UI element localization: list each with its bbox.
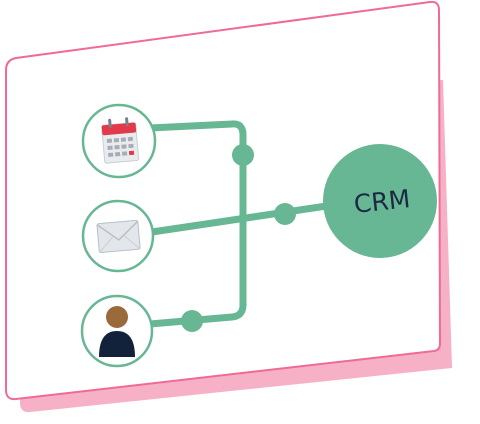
connector-lines <box>146 120 344 328</box>
calendar-node[interactable] <box>81 103 157 179</box>
junction-dot <box>274 203 296 225</box>
crm-hub[interactable]: CRM <box>323 144 437 258</box>
person-icon <box>99 306 135 357</box>
connector-email <box>148 200 344 236</box>
junction-dot <box>181 310 203 332</box>
junction-dot <box>232 144 254 166</box>
contact-node[interactable] <box>80 294 154 368</box>
calendar-icon <box>101 117 140 164</box>
envelope-icon <box>96 219 141 254</box>
crm-label: CRM <box>352 184 411 219</box>
email-node[interactable] <box>81 199 155 273</box>
